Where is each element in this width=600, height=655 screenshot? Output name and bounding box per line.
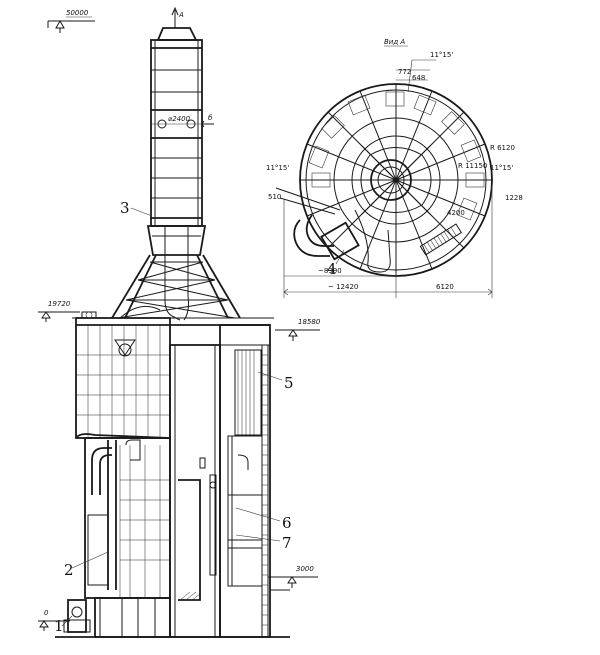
- stack-diameter-label: ⌀2400: [168, 115, 191, 123]
- stack-section-mark: б: [208, 114, 213, 122]
- dim-top-b-label: 648: [412, 74, 425, 82]
- elevation-marker-lower-right: 3000: [268, 565, 318, 588]
- dim-total-label: ~ 12420: [328, 283, 358, 291]
- elevation-upper-left-label: 19720: [48, 300, 71, 308]
- inner-dim-label: 4200: [447, 209, 465, 217]
- elevation-marker-top: 50000: [47, 9, 95, 33]
- plan-view-title: Вид А: [384, 38, 405, 46]
- elevation-marker-upper-right: 18580: [275, 318, 321, 341]
- dim-right-label: 1228: [505, 194, 523, 202]
- main-building: [55, 311, 290, 638]
- radius-a-label: R 6120: [490, 144, 515, 152]
- elevation-marker-upper-left: 19720: [38, 300, 80, 322]
- bottom-small-dim-label: ~8300: [318, 267, 342, 275]
- callout-5: 5: [284, 374, 294, 392]
- callout-2: 2: [64, 561, 74, 579]
- stack: A ⌀2400 б: [146, 6, 214, 256]
- angle-top-label: 11°15': [430, 51, 453, 59]
- angle-right-label: 11°15': [490, 164, 513, 172]
- support-truss: [111, 254, 241, 321]
- callouts: 1 2 3 4 5 6 7: [54, 199, 345, 635]
- plan-view: Вид А: [266, 38, 523, 298]
- dim-top-a-label: 772: [398, 68, 411, 76]
- callout-3: 3: [120, 199, 130, 217]
- callout-4: 4: [327, 260, 337, 278]
- angle-left-label: 11°15': [266, 164, 289, 172]
- view-marker-label: A: [178, 11, 184, 19]
- callout-1: 1: [54, 617, 64, 635]
- elevation-lower-right-label: 3000: [296, 565, 314, 573]
- elevation-top-label: 50000: [66, 9, 89, 17]
- callout-6: 6: [282, 514, 292, 532]
- radius-b-label: R 11150: [458, 162, 487, 170]
- dim-left-label: 510: [268, 193, 281, 201]
- elevation-upper-right-label: 18580: [298, 318, 321, 326]
- elevation-marker-ground: 0: [38, 609, 70, 631]
- callout-7: 7: [282, 534, 292, 552]
- elevation-ground-label: 0: [44, 609, 49, 617]
- dim-right-part-label: 6120: [436, 283, 454, 291]
